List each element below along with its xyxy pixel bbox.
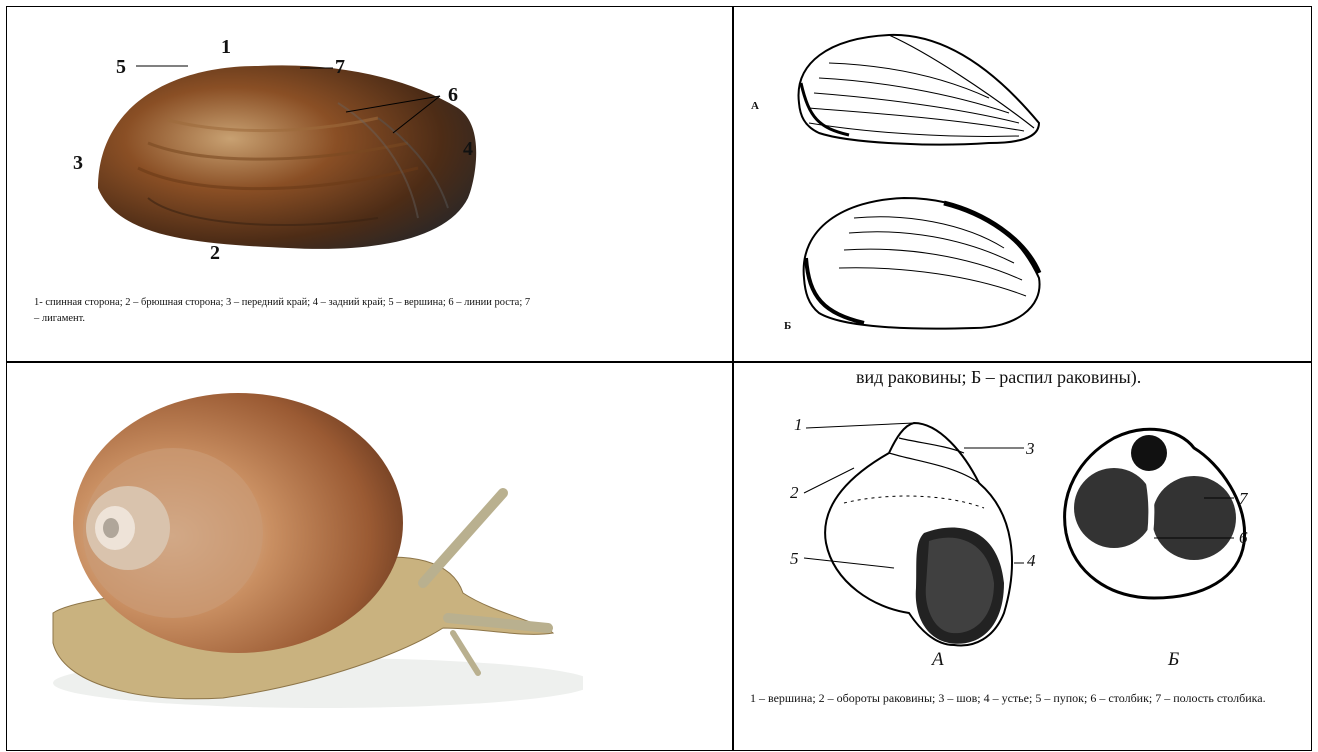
- gastropod-label-2: 2: [790, 483, 799, 503]
- gastropod-panel: вид раковины; Б – распил раковины). 1 2 …: [734, 363, 1310, 749]
- mussel-label-4: 4: [463, 138, 473, 161]
- gastropod-label-b: Б: [1168, 649, 1179, 671]
- mussel-label-3: 3: [73, 152, 83, 175]
- gastropod-label-3: 3: [1026, 439, 1035, 459]
- bivalve-drawing-b: [794, 188, 1054, 338]
- gastropod-label-4: 4: [1027, 551, 1036, 571]
- mussel-label-1: 1: [221, 36, 231, 59]
- gastropod-label-a: А: [932, 649, 944, 671]
- mussel-label-6: 6: [448, 84, 458, 107]
- snail-panel: [8, 363, 730, 749]
- gastropod-caption: 1 – вершина; 2 – обороты раковины; 3 – ш…: [750, 689, 1300, 708]
- mussel-panel: 1 2 3 4 5 6 7 1- спинная сторона; 2 – бр…: [8, 8, 730, 360]
- gastropod-label-1: 1: [794, 415, 803, 435]
- bivalve-drawing-a: [789, 23, 1049, 153]
- mussel-caption: 1- спинная сторона; 2 – брюшная сторона;…: [34, 295, 534, 327]
- mussel-label-7: 7: [335, 56, 345, 79]
- gastropod-label-6: 6: [1239, 528, 1248, 548]
- mussel-label-5: 5: [116, 56, 126, 79]
- mussel-label-2: 2: [210, 242, 220, 265]
- gastropod-label-7: 7: [1239, 489, 1248, 509]
- bivalve-label-b: Б: [784, 320, 791, 332]
- gastropod-label-5: 5: [790, 549, 799, 569]
- bivalve-drawings-panel: А Б: [734, 8, 1310, 360]
- bivalve-label-a: А: [751, 100, 759, 112]
- snail-illustration: [23, 383, 583, 723]
